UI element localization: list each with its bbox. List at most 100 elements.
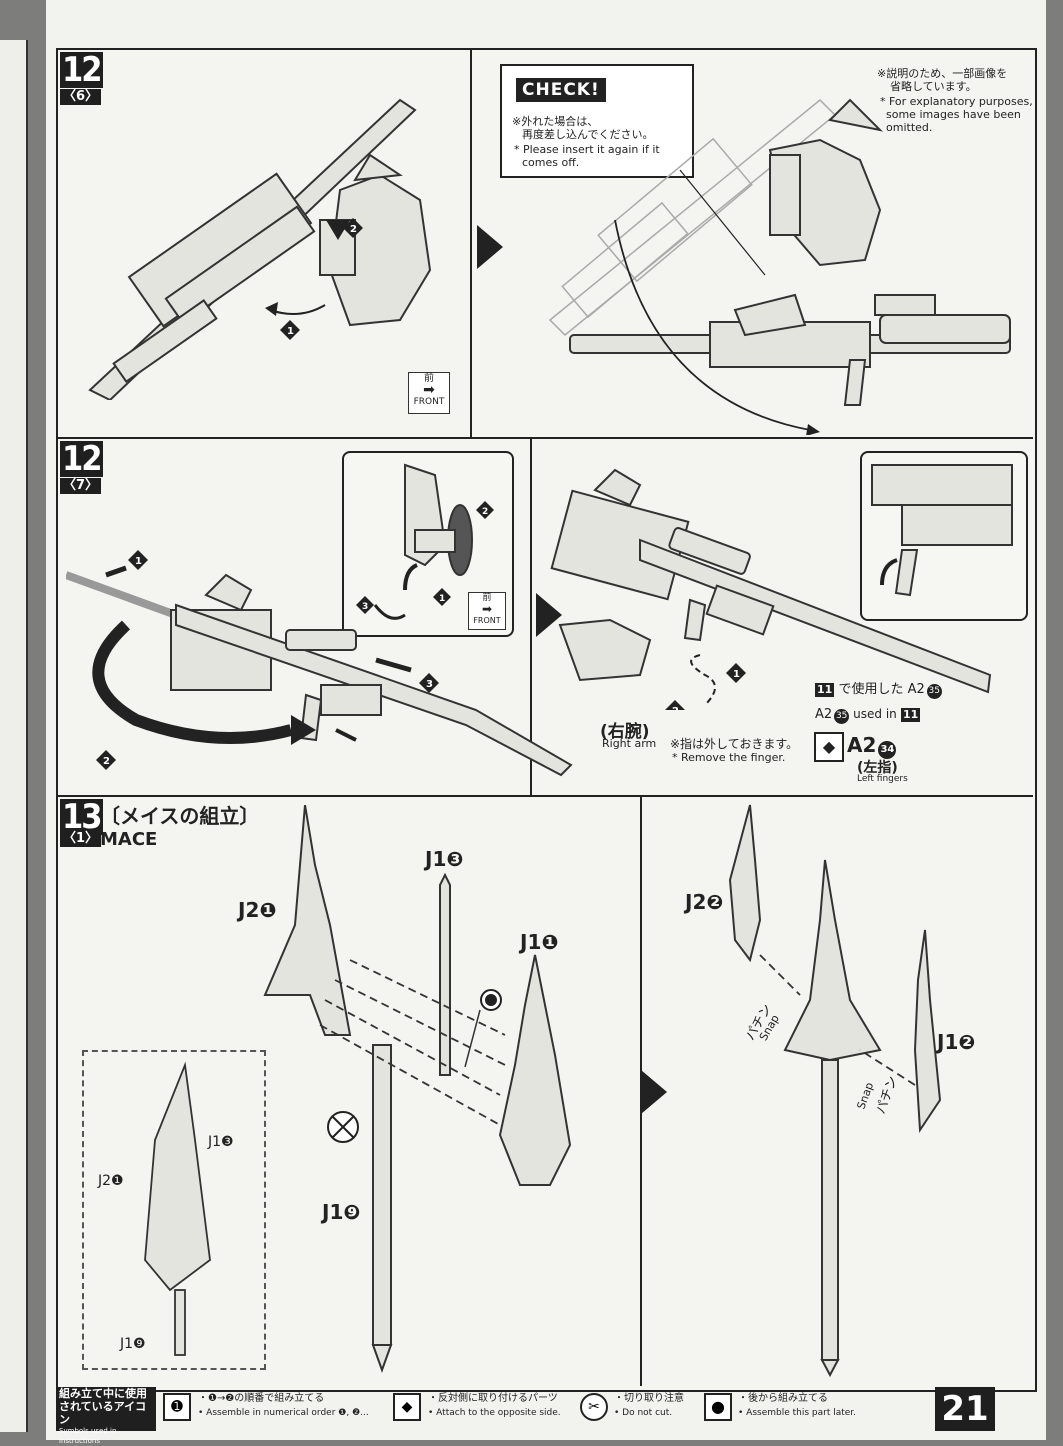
parts-note-line1-text: で使用した A2	[838, 682, 925, 697]
inset-label-j1-3: J1❸	[208, 1134, 234, 1150]
svg-text:2: 2	[672, 706, 679, 710]
front-badge-jp: 前	[424, 373, 434, 384]
page-number: 21	[935, 1387, 995, 1431]
footer-i4-jp: ・後から組み立てる	[738, 1393, 828, 1404]
rifle-check-illustration	[548, 98, 1011, 435]
rifle-arm-illustration: 1 2	[550, 468, 992, 710]
svg-text:1: 1	[733, 669, 740, 680]
step-number-13: 13	[60, 797, 103, 837]
step-sub-7: 〈7〉	[60, 478, 102, 494]
step-ref-number: 11	[817, 683, 833, 696]
note-en-1: * For explanatory purposes,	[880, 95, 1033, 108]
footer-title-jp2: されているアイコン	[59, 1400, 147, 1426]
check-jp-2: 再度差し込んでください。	[522, 128, 654, 141]
mace-assembly-illustration	[263, 805, 572, 1373]
footer-i2-en: • Attach to the opposite side.	[428, 1408, 561, 1418]
divider-row1	[56, 437, 1033, 439]
numerical-order-icon: ➊	[163, 1393, 191, 1421]
finger-note-jp: ※指は外しておきます。	[670, 737, 799, 751]
previous-page-edge	[0, 40, 28, 1432]
check-en-1: * Please insert it again if it	[514, 143, 660, 156]
note-jp-2: 省略しています。	[890, 80, 977, 93]
opposite-part-num: 34	[878, 741, 897, 759]
step13-title-jp: 〔メイスの組立〕	[100, 804, 260, 828]
front-arrow-icon: ➡	[423, 382, 435, 398]
do-not-cut-icon: ✂	[580, 1393, 608, 1421]
part-label-j1-3: J1❸	[425, 847, 464, 871]
next-arrow-2	[536, 593, 562, 637]
part-label-j2-2: J2❷	[685, 890, 724, 914]
parts-note-line2-prefix: A2	[815, 707, 833, 722]
step-ref-box: 11	[815, 683, 835, 697]
left-fingers-en: Left fingers	[857, 774, 908, 784]
grip-detail-illustration: 2 1 3	[356, 463, 494, 620]
left-fingers-jp: (左指)	[857, 760, 898, 776]
assemble-later-icon: ●	[704, 1393, 732, 1421]
footer-i3-en: • Do not cut.	[614, 1408, 673, 1418]
footer-i1-en: • Assemble in numerical order ❶, ❷...	[198, 1408, 369, 1418]
check-title: CHECK!	[516, 78, 606, 102]
step-sub-1: 〈1〉	[60, 831, 102, 847]
opposite-side-icon: ◆	[814, 732, 844, 762]
mace-detail-inset	[82, 1050, 266, 1370]
inset-label-j1-9: J1❾	[120, 1336, 146, 1352]
svg-text:2: 2	[482, 507, 488, 517]
parts-note-line2-suffix: used in	[853, 707, 897, 721]
svg-text:2: 2	[103, 756, 110, 767]
step-number-12a: 12	[60, 50, 103, 90]
note-en-2: some images have been	[886, 108, 1021, 121]
rifle-rotate-illustration: 1 2 3	[66, 550, 573, 777]
divider-12-6	[470, 48, 472, 438]
svg-text:3: 3	[362, 602, 368, 612]
finger-note-en: * Remove the finger.	[672, 751, 786, 764]
footer-i4-en: • Assemble this part later.	[738, 1408, 857, 1418]
part-label-j1-2: J1❷	[937, 1030, 976, 1054]
check-en-2: comes off.	[522, 156, 580, 169]
step-ref-number-2: 11	[902, 708, 919, 721]
front-arrow-icon-2: ➡	[481, 602, 493, 616]
part-label-j2-1: J2❶	[238, 898, 277, 922]
check-callout: CHECK! ※外れた場合は、 再度差し込んでください。 * Please in…	[500, 64, 694, 178]
parts-note-line1-num: 35	[926, 684, 942, 699]
right-arm-en: Right arm	[602, 737, 657, 750]
mace-detail-illustration	[144, 1061, 211, 1356]
part-label-j1-1: J1❶	[520, 930, 559, 954]
step13-title-en: MACE	[100, 829, 158, 850]
svg-text:1: 1	[135, 556, 142, 567]
svg-text:1: 1	[287, 326, 294, 337]
note-jp-1: ※説明のため、一部画像を	[877, 67, 1008, 80]
front-badge-2: 前 ➡ FRONT	[468, 592, 506, 630]
footer-i1-jp: ・❶→❷の順番で組み立てる	[198, 1393, 325, 1404]
step-sub-6: 〈6〉	[60, 89, 102, 105]
right-arm-jp: (右腕)	[600, 722, 650, 742]
opposite-side-footer-icon: ◆	[393, 1393, 421, 1421]
rifle-attach-illustration: 1 2	[88, 98, 432, 400]
footer-symbols-title: 組み立て中に使用 されているアイコン Symbols used in instr…	[56, 1387, 156, 1445]
footer-title-en: Symbols used in instructions	[59, 1427, 117, 1445]
svg-text:2: 2	[350, 224, 357, 235]
note-en-3: omitted.	[886, 121, 933, 134]
grip-result-illustration	[871, 464, 1013, 597]
parts-note-line2-num: 35	[834, 709, 850, 724]
front-badge-2-en: FRONT	[473, 616, 501, 625]
next-arrow-1	[477, 225, 503, 269]
front-badge-en: FRONT	[413, 397, 445, 407]
part-label-j1-9: J1❾	[322, 1200, 361, 1224]
divider-row2	[56, 795, 1033, 797]
front-badge: 前 ➡ FRONT	[408, 372, 450, 414]
divider-12-7	[530, 437, 532, 795]
opposite-part-prefix: A2	[847, 733, 877, 757]
check-jp-1: ※外れた場合は、	[512, 115, 599, 128]
inset-label-j2-1: J2❶	[98, 1173, 124, 1189]
step-ref-box-2: 11	[900, 708, 921, 722]
mace-result-illustration	[728, 804, 942, 1378]
next-arrow-3	[641, 1070, 667, 1114]
svg-text:3: 3	[426, 679, 433, 690]
step-number-12b: 12	[60, 439, 103, 479]
footer-title-jp1: 組み立て中に使用	[59, 1387, 147, 1400]
svg-text:1: 1	[439, 594, 445, 604]
footer-i3-jp: ・切り取り注意	[614, 1393, 684, 1404]
